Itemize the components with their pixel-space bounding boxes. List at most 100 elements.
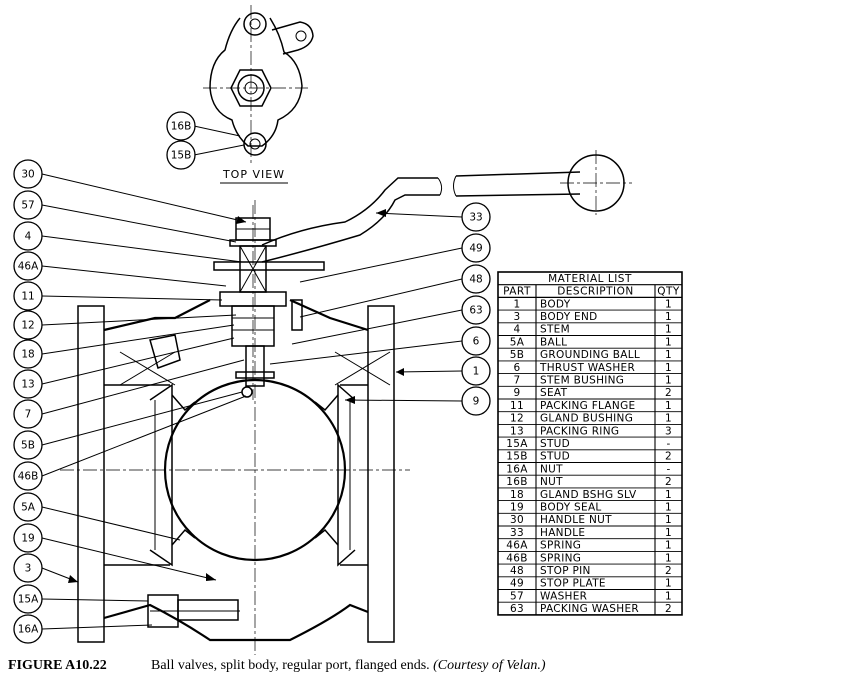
cell-description: SPRING — [540, 552, 581, 564]
callout-46a: 46A — [13, 251, 43, 281]
cell-description: PACKING WASHER — [540, 603, 639, 615]
stem-assembly — [213, 205, 325, 400]
caption-text: Ball valves, split body, regular port, f… — [151, 658, 430, 673]
callout-label: 57 — [21, 200, 34, 212]
callout-15a: 15A — [13, 584, 43, 614]
valve-body — [60, 200, 410, 655]
cell-qty: 1 — [665, 527, 672, 539]
cell-qty: 2 — [665, 565, 672, 577]
cell-part: 57 — [510, 590, 524, 602]
callout-label: 46A — [18, 261, 39, 273]
cell-qty: 1 — [665, 540, 672, 552]
callout-label: 18 — [21, 349, 34, 361]
cell-part: 48 — [510, 565, 524, 577]
cell-part: 15B — [506, 451, 527, 463]
cell-description: HANDLE — [540, 527, 585, 539]
cell-part: 16B — [506, 476, 527, 488]
right-callouts: 33 49 48 636 1 9 — [461, 202, 491, 416]
cell-part: 15A — [506, 438, 528, 450]
cell-description: BODY — [540, 298, 571, 310]
figure-number: FIGURE A10.22 — [8, 658, 107, 673]
cell-part: 5A — [510, 336, 525, 348]
cell-part: 63 — [510, 603, 524, 615]
cell-part: 11 — [510, 400, 524, 412]
callout-6: 6 — [461, 326, 491, 356]
cell-part: 6 — [514, 362, 521, 374]
callout-18: 18 — [13, 339, 43, 369]
callout-label: 5B — [21, 440, 35, 452]
callout-3: 3 — [13, 553, 43, 583]
leader-lines — [41, 125, 463, 630]
callout-label: 15B — [171, 150, 192, 162]
callout-11: 11 — [13, 281, 43, 311]
cell-description: GROUNDING BALL — [540, 349, 640, 361]
table-row: 3 BODY END 1 — [514, 311, 672, 323]
table-row: 48 STOP PIN 2 — [510, 565, 672, 577]
cell-description: STUD — [540, 438, 570, 450]
callout-63: 63 — [461, 295, 491, 325]
cell-qty: 1 — [665, 552, 672, 564]
cell-description: THRUST WASHER — [539, 362, 635, 374]
cell-qty: 1 — [665, 590, 672, 602]
cell-description: STUD — [540, 451, 570, 463]
top-view-label: TOP VIEW — [222, 168, 285, 181]
cell-qty: 1 — [665, 400, 672, 412]
cell-qty: 1 — [665, 311, 672, 323]
cell-description: STOP PIN — [540, 565, 591, 577]
cell-qty: 1 — [665, 374, 672, 386]
callout-label: 19 — [21, 533, 34, 545]
cell-description: NUT — [540, 476, 563, 488]
callout-7: 7 — [13, 399, 43, 429]
callout-label: 15A — [18, 594, 39, 606]
cell-qty: 2 — [665, 603, 672, 615]
cell-description: HANDLE NUT — [540, 514, 612, 526]
callout-19: 19 — [13, 523, 43, 553]
cell-qty: 1 — [665, 501, 672, 513]
callout-label: 9 — [473, 396, 480, 408]
cell-qty: 1 — [665, 489, 672, 501]
callout-label: 48 — [469, 274, 482, 286]
callout-1: 1 — [461, 356, 491, 386]
callout-label: 1 — [473, 366, 480, 378]
cell-part: 30 — [510, 514, 524, 526]
cell-description: BODY SEAL — [540, 501, 602, 513]
cell-qty: 3 — [665, 425, 672, 437]
cell-qty: 1 — [665, 298, 672, 310]
cell-qty: 1 — [665, 336, 672, 348]
cell-qty: 2 — [665, 387, 672, 399]
callout-48: 48 — [461, 264, 491, 294]
cell-part: 4 — [514, 324, 521, 336]
callout-5b: 5B — [13, 430, 43, 460]
callout-label: 11 — [21, 291, 34, 303]
cell-part: 49 — [510, 578, 524, 590]
callout-15b: 15B — [166, 140, 196, 170]
caption-credit: (Courtesy of Velan.) — [433, 658, 546, 673]
callout-12: 12 — [13, 310, 43, 340]
callout-16a: 16A — [13, 614, 43, 644]
callout-49: 49 — [461, 233, 491, 263]
cell-part: 3 — [514, 311, 521, 323]
cell-qty: 2 — [665, 451, 672, 463]
callout-label: 33 — [469, 212, 482, 224]
cell-part: 46A — [506, 540, 528, 552]
callout-4: 4 — [13, 221, 43, 251]
cell-part: 12 — [510, 413, 524, 425]
callout-label: 4 — [25, 231, 32, 243]
callout-57: 57 — [13, 190, 43, 220]
cell-description: BODY END — [540, 311, 598, 323]
